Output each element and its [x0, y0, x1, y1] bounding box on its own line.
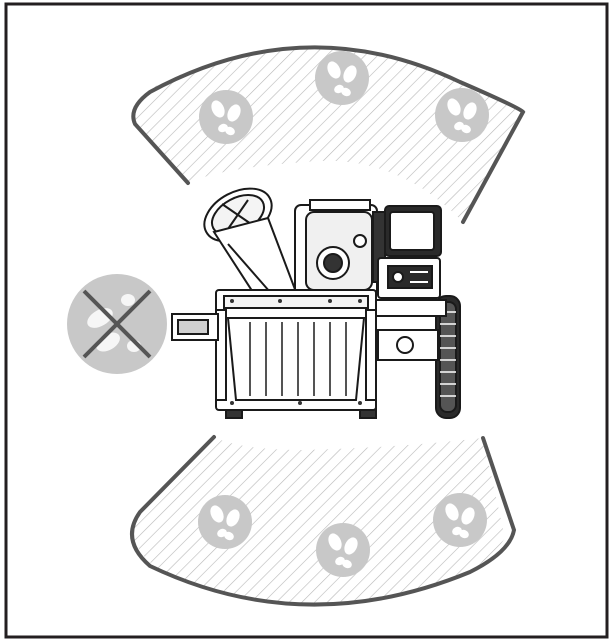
frame-border: [4, 2, 609, 639]
rear-operator-zone: [130, 435, 517, 607]
footprint-icon: [315, 51, 369, 105]
wood-chipper-machine: [171, 187, 461, 419]
discharge-chute: [203, 187, 298, 302]
wheels: [435, 295, 461, 419]
engine: [294, 199, 442, 299]
footprint-icon: [435, 88, 489, 142]
front-operator-zone: [131, 45, 526, 224]
footprint-icon: [316, 523, 370, 577]
tow-bar: [171, 313, 219, 341]
footprint-icon: [198, 495, 252, 549]
hopper: [215, 289, 377, 411]
footprint-icon: [433, 493, 487, 547]
footprint-icon: [199, 90, 253, 144]
prohibited-side-zone: [67, 274, 167, 374]
